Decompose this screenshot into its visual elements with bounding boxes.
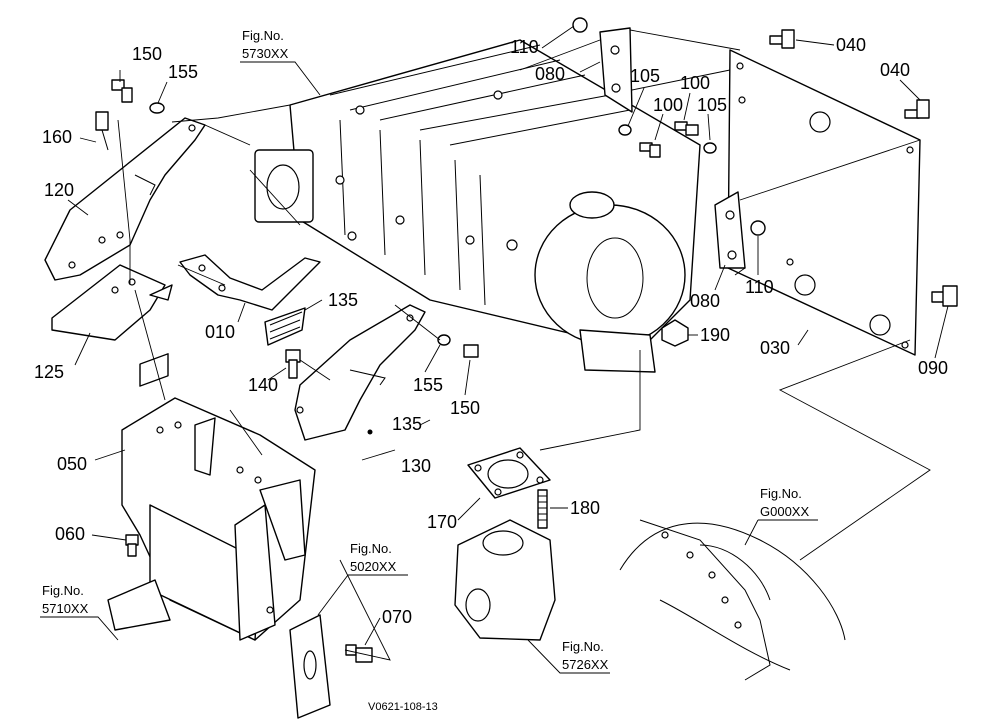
callout-labels: 150 155 160 120 125 010 135 140 155 150 … (34, 25, 949, 646)
muffler-assembly (254, 39, 701, 373)
callout-110-top: 110 (510, 37, 539, 57)
callout-100-top: 100 (680, 73, 710, 93)
plate-030 (727, 49, 921, 356)
callout-190: 190 (700, 325, 730, 345)
callout-140: 140 (248, 375, 278, 395)
callout-150-center: 150 (450, 398, 480, 418)
callout-105-right: 105 (697, 95, 727, 115)
fig-ref-5020-number: 5020XX (350, 559, 397, 574)
callout-110-right: 110 (745, 277, 774, 297)
callout-150-top: 150 (132, 44, 162, 64)
callout-090: 090 (918, 358, 948, 378)
callout-030: 030 (760, 338, 790, 358)
center-marker (367, 429, 373, 435)
engine-housing (619, 519, 846, 681)
callout-060: 060 (55, 524, 85, 544)
callout-050: 050 (57, 454, 87, 474)
stud-180 (537, 489, 548, 529)
callout-105-left: 105 (630, 66, 660, 86)
leader-lines (117, 29, 931, 661)
pipe-5726 (454, 519, 556, 641)
callout-120: 120 (44, 180, 74, 200)
bracket-120 (44, 117, 206, 281)
callout-155-center: 155 (413, 375, 443, 395)
fig-ref-5020-title: Fig.No. (350, 541, 392, 556)
plate-5020 (289, 614, 331, 719)
frame-050 (107, 353, 316, 641)
fig-ref-5710: Fig.No. 5710XX (40, 583, 119, 641)
fig-ref-5730-number: 5730XX (242, 46, 289, 61)
fig-ref-5726-number: 5726XX (562, 657, 609, 672)
callout-180: 180 (570, 498, 600, 518)
callout-135-bottom: 135 (392, 414, 422, 434)
callout-070: 070 (382, 607, 412, 627)
callout-080-top: 080 (535, 64, 565, 84)
callout-170: 170 (427, 512, 457, 532)
drawing-code: V0621-108-13 (368, 701, 438, 713)
fig-ref-5730-title: Fig.No. (242, 28, 284, 43)
fig-ref-5730: Fig.No. 5730XX (240, 28, 321, 96)
fig-ref-5710-title: Fig.No. (42, 583, 84, 598)
fig-ref-5020: Fig.No. 5020XX (317, 541, 408, 616)
bracket-010 (179, 254, 321, 311)
callout-160: 160 (42, 127, 72, 147)
shim-135 (264, 307, 306, 346)
callout-100-left: 100 (653, 95, 683, 115)
gasket-170 (467, 447, 551, 499)
callout-130: 130 (401, 456, 431, 476)
fig-ref-5726-title: Fig.No. (562, 639, 604, 654)
callout-040-right: 040 (880, 60, 910, 80)
callout-080-right: 080 (690, 291, 720, 311)
bracket-center (294, 304, 426, 441)
callout-135-top: 135 (328, 290, 358, 310)
bracket-125 (51, 264, 173, 341)
fig-ref-5726: Fig.No. 5726XX (527, 639, 610, 674)
fig-ref-g000-number: G000XX (760, 504, 809, 519)
callout-155-top: 155 (168, 62, 198, 82)
callout-125: 125 (34, 362, 64, 382)
fig-ref-5710-number: 5710XX (42, 601, 89, 616)
fig-ref-g000-title: Fig.No. (760, 486, 802, 501)
bracket-080-top (599, 27, 633, 113)
callout-010: 010 (205, 322, 235, 342)
fig-ref-g000: Fig.No. G000XX (744, 486, 818, 546)
callout-040-top: 040 (836, 35, 866, 55)
